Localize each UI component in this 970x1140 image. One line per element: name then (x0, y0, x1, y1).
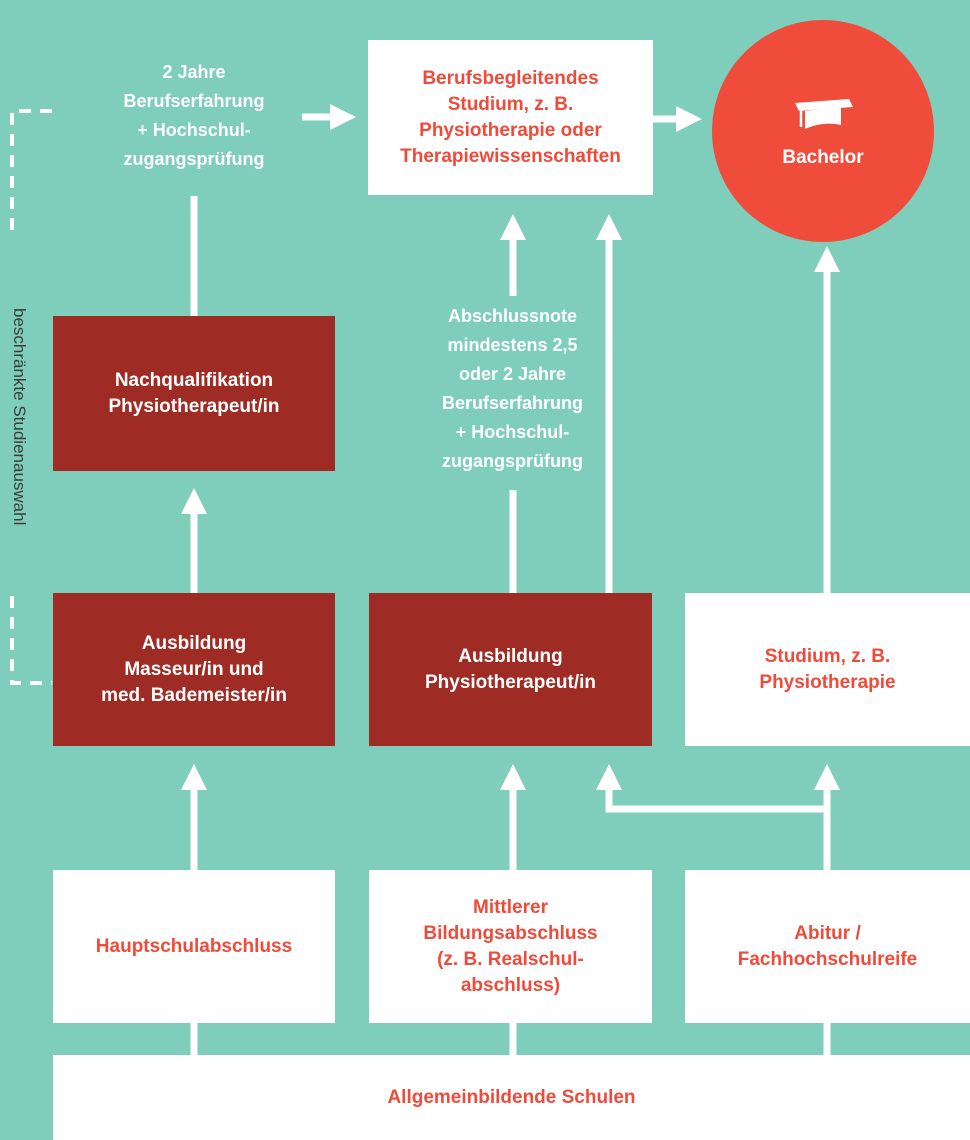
arrowhead (181, 764, 207, 790)
node-ausbildung-masseur: Ausbildung Masseur/in und med. Bademeist… (53, 593, 335, 746)
condition-berufserfahrung: 2 Jahre Berufserfahrung + Hochschul- zug… (123, 62, 265, 169)
arrowhead (596, 764, 622, 790)
arrowhead (500, 214, 526, 240)
node-ausbildung-physiotherapeut: Ausbildung Physiotherapeut/in (369, 593, 652, 746)
graduation-cap-icon (795, 99, 853, 129)
arrowhead (596, 214, 622, 240)
node-abitur: Abitur / Fachhochschulreife (685, 870, 970, 1023)
node-mittlerer-bildungsabschluss: Mittlerer Bildungsabschluss (z. B. Reals… (369, 870, 652, 1023)
bachelor-label: Bachelor (782, 147, 864, 168)
arrowhead (814, 246, 840, 272)
side-label-beschraenkte-studienauswahl: beschränkte Studienauswahl (10, 308, 29, 526)
dashed-connector-bottom (10, 596, 52, 685)
node-berufsbegleitendes-studium: Berufsbegleitendes Studium, z. B. Physio… (368, 40, 653, 195)
condition-abschlussnote: Abschlussnote mindestens 2,5 oder 2 Jahr… (441, 306, 584, 471)
node-hauptschulabschluss: Hauptschulabschluss (53, 870, 335, 1023)
arrowhead (330, 104, 356, 130)
arrowhead (814, 764, 840, 790)
node-studium-physiotherapie: Studium, z. B. Physiotherapie (685, 593, 970, 746)
arrowhead (181, 488, 207, 514)
arrowhead (500, 764, 526, 790)
node-nachqualifikation: Nachqualifikation Physiotherapeut/in (53, 316, 335, 471)
node-allgemeinbildende-schulen: Allgemeinbildende Schulen (53, 1055, 970, 1140)
connector-abitur-physio (605, 790, 827, 813)
node-bachelor: Bachelor (712, 20, 934, 242)
arrowhead (676, 106, 702, 132)
dashed-connector-top (10, 109, 52, 238)
